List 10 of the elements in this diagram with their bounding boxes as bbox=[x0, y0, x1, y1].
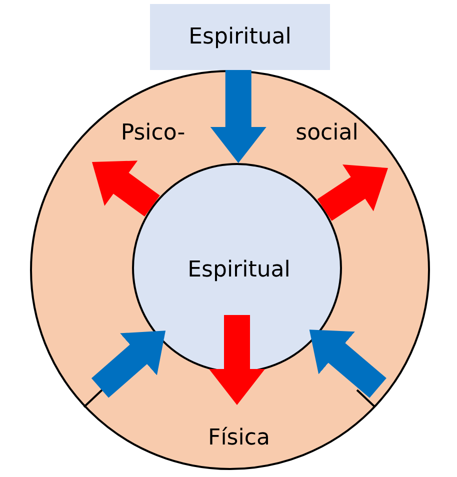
region-label: Espiritual bbox=[188, 258, 290, 282]
block-arrow bbox=[317, 164, 388, 221]
region-label: Psico- bbox=[120, 120, 186, 146]
block-arrow bbox=[92, 160, 160, 217]
region-label: Física bbox=[208, 426, 270, 450]
block-arrow bbox=[210, 70, 266, 163]
region-label: social bbox=[296, 120, 358, 146]
block-arrow bbox=[209, 315, 265, 405]
region-label: Espiritual bbox=[188, 24, 292, 50]
title-box bbox=[150, 4, 330, 70]
